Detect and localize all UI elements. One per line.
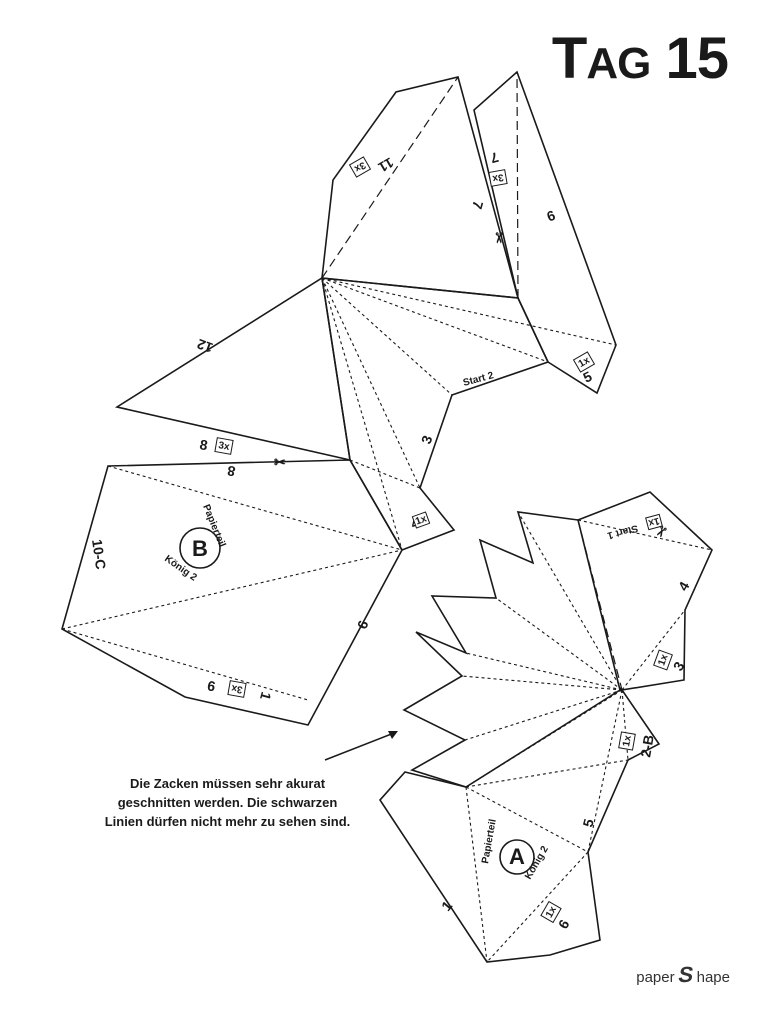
instruction-note: Die Zacken müssen sehr akurat geschnitte…: [104, 776, 351, 829]
part-a-multiplier-icon: 1x: [540, 900, 562, 924]
part-a-multiplier-icon: 1x: [645, 513, 663, 531]
part-a-badge: [499, 839, 535, 875]
svg-text:3x: 3x: [230, 682, 243, 695]
edge-label: 8: [198, 436, 209, 453]
title-prefix: T: [551, 26, 587, 91]
part-a-letter: A: [509, 844, 525, 869]
title-number: 15: [665, 26, 729, 91]
part-a-part-label: Papierteil: [480, 818, 499, 864]
fold-line: [577, 491, 651, 521]
fold-line: [461, 675, 623, 691]
svg-text:1x: 1x: [647, 515, 661, 529]
svg-text:1x: 1x: [577, 355, 593, 370]
fold-line: [465, 786, 589, 853]
edge-label: 6: [354, 618, 372, 631]
page-title: TAG 15: [552, 30, 729, 88]
part-b-multiplier-icon: 3x: [348, 156, 372, 178]
part-b-top-left-flap: [321, 76, 520, 299]
edge-label: 10-C: [89, 538, 109, 570]
part-b-letter: B: [192, 536, 208, 561]
svg-text:3x: 3x: [217, 440, 230, 453]
edge-label: 1: [257, 690, 275, 702]
edge-label: 8: [226, 463, 237, 480]
svg-text:1x: 1x: [656, 653, 670, 668]
fold-line: [321, 277, 421, 489]
fold-line: [349, 459, 421, 489]
fold-line: [465, 759, 629, 788]
title-small: AG: [586, 39, 651, 88]
fold-line: [107, 465, 403, 551]
edge-label: 2-B: [637, 734, 657, 759]
part-a: A Papierteil König 2 Start 1 4 3 2-B 5 1…: [378, 491, 713, 963]
logo-left: paper: [636, 969, 675, 986]
edge-label: 6: [555, 917, 573, 932]
edge-label: 9: [544, 207, 557, 225]
edge-label: 9: [206, 678, 217, 695]
svg-text:3x: 3x: [352, 159, 368, 174]
brand-logo: paperShape: [636, 962, 730, 988]
part-b: B Papierteil König 2 12 11 7 9 7 Start 2…: [61, 70, 617, 726]
svg-text:1x: 1x: [544, 904, 559, 920]
fold-line: [116, 406, 351, 461]
fold-line: [577, 519, 623, 691]
arrow-icon: [324, 731, 398, 761]
part-a-multiplier-icon: 1x: [653, 649, 673, 671]
edge-label: 5: [579, 817, 597, 829]
part-b-multiplier-icon: 1x: [411, 511, 431, 529]
edge-label: 12: [195, 336, 215, 356]
edge-label: 7: [469, 199, 487, 211]
scissors-icon: ✂: [491, 232, 507, 244]
fold-line: [486, 851, 589, 963]
scissors-icon: ✂: [274, 454, 286, 470]
part-b-multiplier-icon: 1x: [572, 351, 596, 373]
fold-line: [61, 549, 403, 630]
part-b-center-fan: [321, 277, 550, 551]
part-b-multiplier-icon: 3x: [227, 680, 247, 698]
fold-line: [577, 519, 713, 551]
fold-line: [621, 609, 686, 691]
fold-line: [321, 76, 459, 279]
fold-line: [465, 689, 623, 788]
logo-right: hape: [696, 969, 730, 986]
part-b-multiplier-icon: 3x: [488, 169, 508, 187]
edge-label: 7: [488, 149, 500, 167]
edge-label: 11: [375, 154, 396, 175]
svg-text:1x: 1x: [621, 734, 634, 747]
fold-line: [465, 652, 623, 691]
fold-line: [321, 277, 617, 346]
part-b-left-wing: [114, 276, 351, 462]
fold-line: [321, 277, 453, 396]
svg-text:3x: 3x: [491, 171, 504, 184]
fold-line: [321, 277, 403, 551]
part-a-multiplier-icon: 1x: [618, 731, 636, 751]
part-a-fan: [378, 491, 713, 963]
logo-mark: S: [676, 962, 696, 987]
edge-label-start: Start 1: [606, 522, 639, 541]
fold-line: [465, 786, 488, 963]
svg-text:1x: 1x: [414, 513, 429, 527]
fold-line: [61, 628, 309, 701]
part-b-badge: [179, 527, 221, 569]
fold-line: [321, 277, 549, 363]
fold-line: [517, 511, 623, 691]
edge-label: 4: [675, 579, 693, 594]
fold-line: [464, 689, 623, 741]
part-a-zigzag-edge: [402, 511, 579, 788]
part-b-multiplier-icon: 3x: [214, 437, 234, 455]
fold-line: [516, 71, 519, 299]
edge-label: 3: [418, 433, 436, 446]
fold-line: [495, 597, 623, 691]
